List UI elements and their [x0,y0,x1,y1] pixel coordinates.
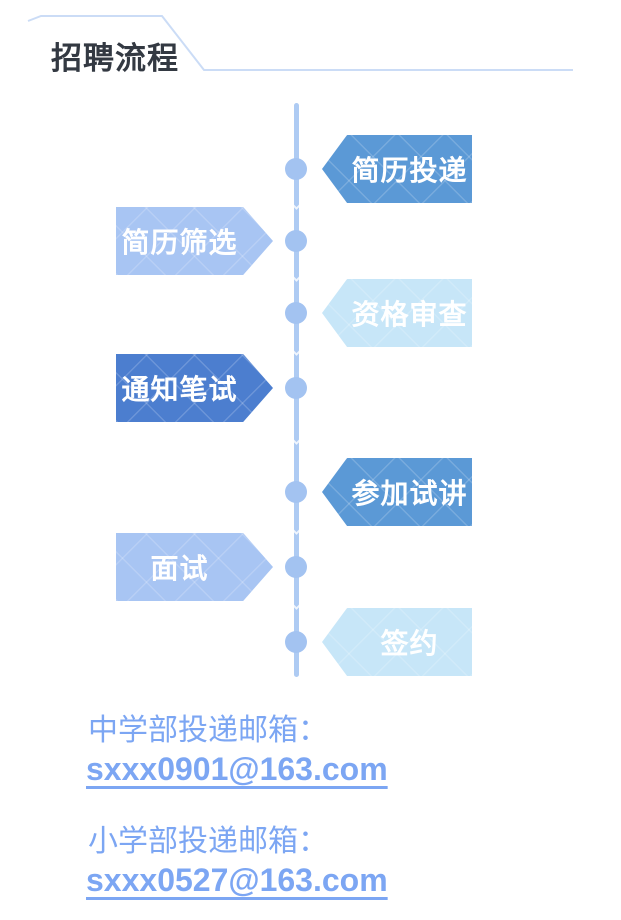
step-label: 签约 [380,628,439,659]
header-decorative-line [27,15,573,71]
contact-email-primary-school[interactable]: sxxx0527@163.com [86,862,388,898]
timeline-dot [285,556,307,578]
step-label: 简历筛选 [121,227,238,258]
contact-label-primary-school: 小学部投递邮箱： [88,825,328,858]
page-title: 招聘流程 [51,41,179,76]
timeline-dot [285,230,307,252]
chevron-down-icon [290,432,303,445]
step-banner-resume-submission: 简历投递 [322,135,472,203]
step-banner-resume-screening: 简历筛选 [116,207,273,275]
step-banner-signing: 签约 [322,608,472,676]
step-banner-trial-lecture: 参加试讲 [322,458,472,526]
step-banner-qualification-review: 资格审查 [322,279,472,347]
step-label: 简历投递 [351,155,468,186]
step-label: 参加试讲 [351,478,468,509]
step-banner-written-test-notice: 通知笔试 [116,354,273,422]
timeline-dot [285,158,307,180]
timeline-dot [285,481,307,503]
step-label: 资格审查 [351,299,468,330]
chevron-down-icon [290,342,303,356]
chevron-down-icon [290,596,303,610]
chevron-down-icon [290,521,303,535]
timeline-dot [285,631,307,653]
chevron-down-icon [290,197,303,210]
step-label: 面试 [150,553,209,584]
contact-email-middle-school[interactable]: sxxx0901@163.com [86,751,388,787]
chevron-down-icon [290,269,303,282]
step-banner-interview: 面试 [116,533,273,601]
timeline-dot [285,302,307,324]
contact-label-middle-school: 中学部投递邮箱： [88,714,328,747]
timeline-dot [285,377,307,399]
step-label: 通知笔试 [121,374,238,405]
